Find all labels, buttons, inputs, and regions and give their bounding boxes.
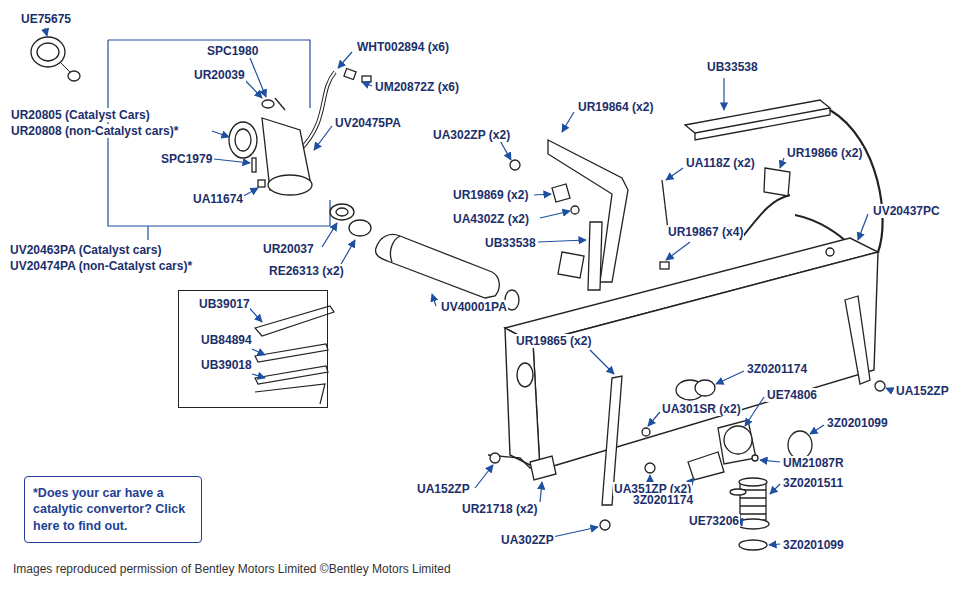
part-number: UR19866 (x2) bbox=[786, 146, 863, 160]
part-number: RE26313 (x2) bbox=[268, 264, 345, 278]
part-number: UR19869 (x2) bbox=[452, 188, 529, 202]
part-number: UA152ZP bbox=[416, 482, 471, 496]
inset-panel: UB39017UB84894UB39018 bbox=[178, 290, 328, 408]
part-number: UM20872Z (x6) bbox=[374, 80, 460, 94]
part-number: UR19864 (x2) bbox=[577, 100, 654, 114]
part-number: UB33538 bbox=[484, 236, 537, 250]
part-number: UR19865 (x2) bbox=[515, 334, 592, 348]
part-number: 3Z0201174 bbox=[746, 362, 808, 376]
part-number: UA301SR (x2) bbox=[661, 402, 742, 416]
note-box: *Does your car have a catalytic converto… bbox=[24, 476, 202, 543]
part-number: WHT002894 (x6) bbox=[356, 40, 450, 54]
part-number: 3Z0201511 bbox=[782, 476, 844, 490]
part-number: UR20037 bbox=[262, 242, 315, 256]
part-number: UE73206 bbox=[688, 514, 740, 528]
part-number: 3Z0201099 bbox=[826, 416, 889, 430]
part-number: UB84894 bbox=[201, 333, 252, 349]
note-text: *Does your car have a catalytic converto… bbox=[33, 485, 193, 534]
part-number: UA152ZP bbox=[895, 384, 950, 398]
part-number: UV20475PA bbox=[334, 116, 402, 130]
part-number: UM21087R bbox=[782, 456, 845, 470]
part-number: UB39018 bbox=[201, 358, 252, 374]
part-number: UV20463PA (Catalyst cars) bbox=[9, 243, 162, 257]
part-number: UR19867 (x4) bbox=[667, 225, 744, 239]
part-number: UR20805 (Catalyst Cars) bbox=[10, 108, 151, 122]
part-number: SPC1980 bbox=[206, 44, 259, 58]
part-number: UR20808 (non-Catalyst cars)* bbox=[10, 124, 179, 138]
part-number: 3Z0201174 bbox=[632, 493, 694, 507]
part-number: UR20039 bbox=[193, 68, 246, 82]
part-number: UA4302Z (x2) bbox=[452, 212, 530, 226]
part-number: UV20474PA (non-Catalyst cars)* bbox=[9, 259, 193, 273]
part-number: UB39017 bbox=[199, 297, 250, 313]
part-number: UE74806 bbox=[766, 388, 818, 402]
part-number: UA118Z (x2) bbox=[685, 156, 756, 170]
part-number: UA11674 bbox=[192, 192, 244, 206]
copyright-note: Images reproduced permission of Bentley … bbox=[12, 562, 452, 576]
part-number: UE75675 bbox=[20, 12, 72, 26]
part-number: UA302ZP (x2) bbox=[432, 128, 511, 142]
part-number: SPC1979 bbox=[160, 152, 213, 166]
part-number: UR21718 (x2) bbox=[461, 502, 538, 516]
part-number: UA302ZP bbox=[500, 533, 555, 547]
part-number: UV20437PC bbox=[872, 204, 941, 218]
part-number: UV40001PA bbox=[440, 300, 508, 314]
part-number: UB33538 bbox=[706, 60, 759, 74]
part-number: 3Z0201099 bbox=[782, 538, 845, 552]
